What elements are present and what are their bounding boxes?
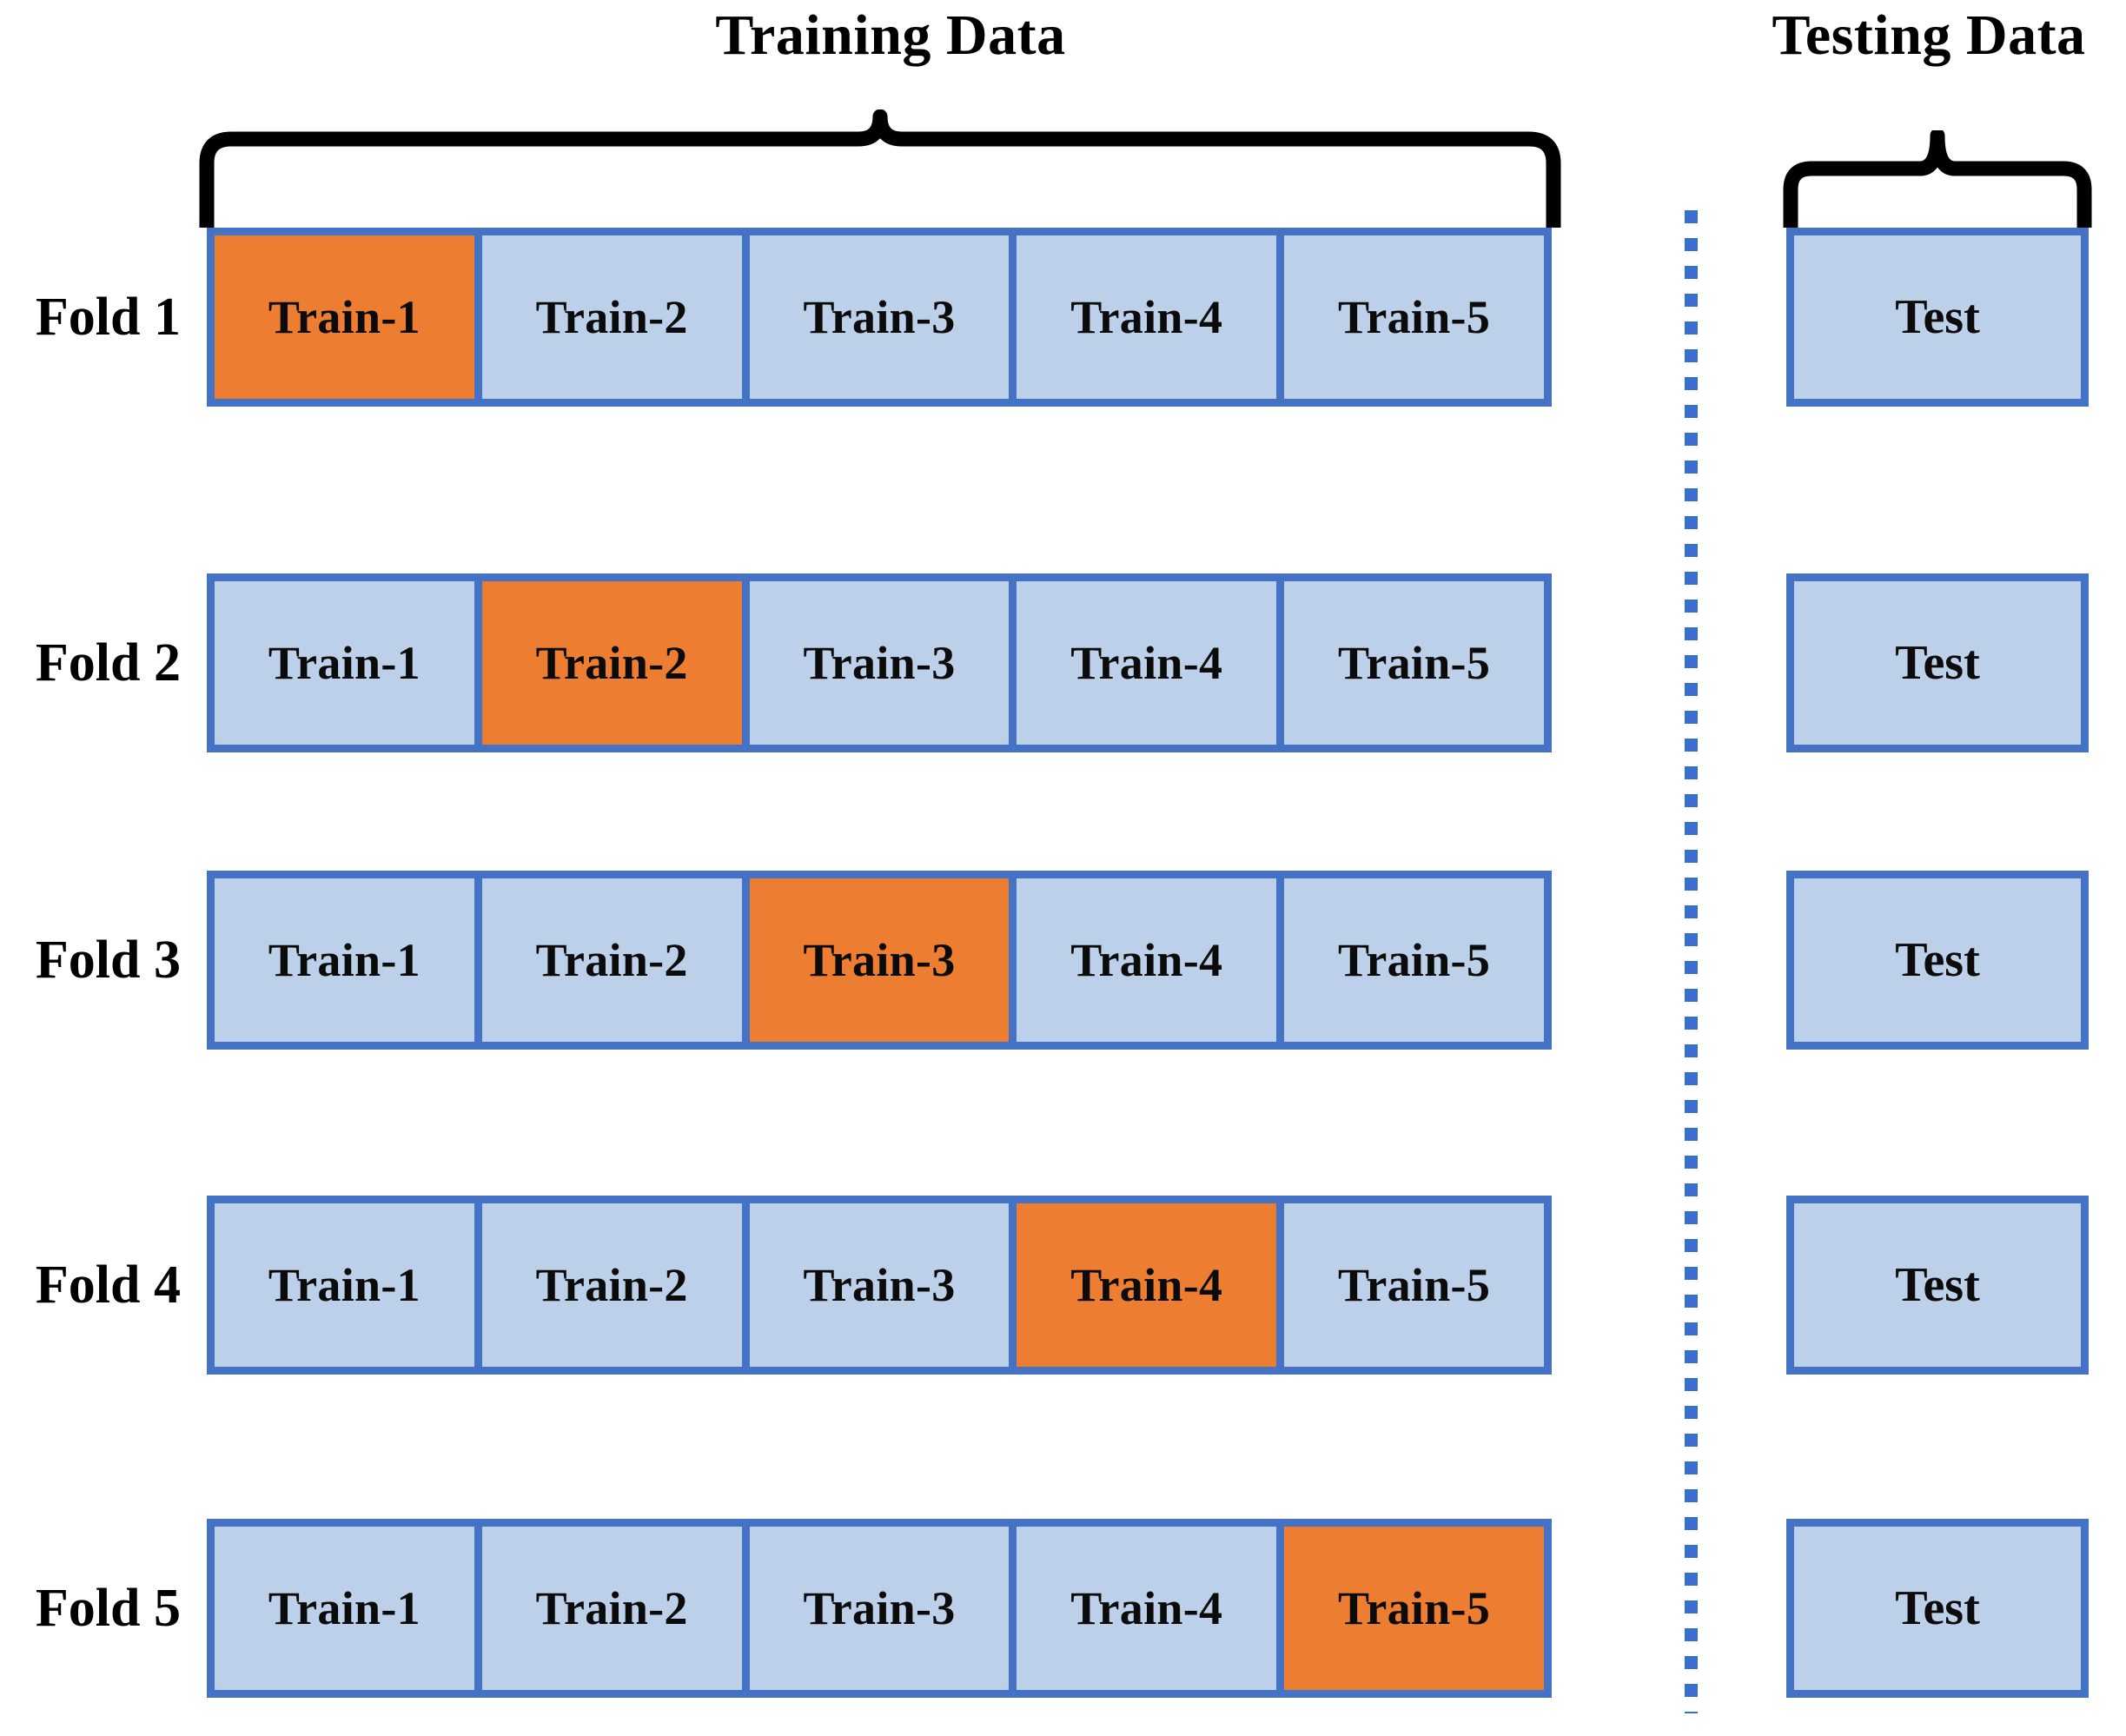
train-cell[interactable]: Train-5	[1276, 1196, 1552, 1375]
test-box-label: Test	[1895, 290, 1980, 344]
test-box[interactable]: Test	[1786, 1519, 2089, 1698]
test-box[interactable]: Test	[1786, 573, 2089, 752]
fold-label: Fold 3	[35, 930, 181, 990]
train-cell[interactable]: Train-1	[207, 871, 482, 1050]
fold-row: Fold 2 Train-1 Train-2 Train-3 Train-4 T…	[0, 573, 2126, 752]
train-cell-label: Train-3	[803, 1582, 956, 1634]
train-cell[interactable]: Train-3	[741, 1519, 1017, 1698]
train-cell-label: Train-3	[803, 637, 956, 689]
train-cell[interactable]: Train-4	[1009, 228, 1285, 407]
train-cell-label: Train-4	[1070, 291, 1223, 343]
test-box[interactable]: Test	[1786, 1196, 2089, 1375]
train-cell[interactable]: Train-3	[741, 1196, 1017, 1375]
train-cell[interactable]: Train-1	[207, 573, 482, 752]
train-cell[interactable]: Train-2	[474, 228, 750, 407]
fold-label: Fold 4	[35, 1255, 181, 1315]
training-brace-icon	[198, 109, 1562, 231]
train-cell-label: Train-4	[1070, 637, 1223, 689]
training-strip: Train-1 Train-2 Train-3 Train-4 Train-5	[207, 1196, 1552, 1375]
train-cell[interactable]: Train-5	[1276, 871, 1552, 1050]
train-cell[interactable]: Train-3	[741, 573, 1017, 752]
train-cell-label: Train-3	[803, 291, 956, 343]
training-strip: Train-1 Train-2 Train-3 Train-4 Train-5	[207, 1519, 1552, 1698]
vertical-dotted-divider-icon	[1685, 210, 1698, 1713]
fold-label: Fold 1	[35, 287, 181, 347]
train-cell-label: Train-4	[1070, 1582, 1223, 1634]
fold-row: Fold 4 Train-1 Train-2 Train-3 Train-4 T…	[0, 1196, 2126, 1375]
train-cell[interactable]: Train-5	[1276, 573, 1552, 752]
fold-label: Fold 2	[35, 633, 181, 692]
train-cell[interactable]: Train-2	[474, 871, 750, 1050]
testing-data-title: Testing Data	[1772, 3, 2086, 67]
train-cell-label: Train-4	[1070, 1259, 1223, 1311]
test-box-label: Test	[1895, 1258, 1980, 1312]
train-cell-label: Train-1	[268, 291, 421, 343]
train-cell-label: Train-2	[535, 934, 688, 986]
train-cell[interactable]: Train-4	[1009, 573, 1285, 752]
train-cell[interactable]: Train-2	[474, 573, 750, 752]
fold-row: Fold 3 Train-1 Train-2 Train-3 Train-4 T…	[0, 871, 2126, 1050]
train-cell[interactable]: Train-4	[1009, 1519, 1285, 1698]
train-cell-label: Train-5	[1338, 291, 1491, 343]
training-data-title: Training Data	[715, 3, 1066, 67]
train-cell[interactable]: Train-4	[1009, 1196, 1285, 1375]
train-cell-label: Train-1	[268, 1259, 421, 1311]
train-cell-label: Train-2	[535, 637, 688, 689]
train-cell[interactable]: Train-2	[474, 1519, 750, 1698]
train-cell-label: Train-2	[535, 1582, 688, 1634]
train-cell[interactable]: Train-5	[1276, 1519, 1552, 1698]
fold-label: Fold 5	[35, 1578, 181, 1638]
train-cell-label: Train-3	[803, 1259, 956, 1311]
train-cell-label: Train-3	[803, 934, 956, 986]
train-cell[interactable]: Train-3	[741, 228, 1017, 407]
train-cell-label: Train-1	[268, 934, 421, 986]
train-cell-label: Train-2	[535, 1259, 688, 1311]
train-cell[interactable]: Train-2	[474, 1196, 750, 1375]
train-cell-label: Train-1	[268, 1582, 421, 1634]
training-strip: Train-1 Train-2 Train-3 Train-4 Train-5	[207, 573, 1552, 752]
test-box-label: Test	[1895, 1581, 1980, 1635]
train-cell-label: Train-5	[1338, 1259, 1491, 1311]
test-box-label: Test	[1895, 636, 1980, 690]
training-strip: Train-1 Train-2 Train-3 Train-4 Train-5	[207, 228, 1552, 407]
train-cell[interactable]: Train-1	[207, 1196, 482, 1375]
train-cell[interactable]: Train-4	[1009, 871, 1285, 1050]
train-cell-label: Train-2	[535, 291, 688, 343]
train-cell[interactable]: Train-1	[207, 228, 482, 407]
train-cell-label: Train-5	[1338, 637, 1491, 689]
fold-row: Fold 5 Train-1 Train-2 Train-3 Train-4 T…	[0, 1519, 2126, 1698]
test-box[interactable]: Test	[1786, 871, 2089, 1050]
fold-row: Fold 1 Train-1 Train-2 Train-3 Train-4 T…	[0, 228, 2126, 407]
train-cell-label: Train-5	[1338, 1582, 1491, 1634]
train-cell[interactable]: Train-3	[741, 871, 1017, 1050]
train-cell[interactable]: Train-5	[1276, 228, 1552, 407]
train-cell-label: Train-5	[1338, 934, 1491, 986]
training-strip: Train-1 Train-2 Train-3 Train-4 Train-5	[207, 871, 1552, 1050]
train-cell-label: Train-4	[1070, 934, 1223, 986]
train-cell-label: Train-1	[268, 637, 421, 689]
test-box[interactable]: Test	[1786, 228, 2089, 407]
train-cell[interactable]: Train-1	[207, 1519, 482, 1698]
testing-brace-icon	[1783, 128, 2092, 231]
test-box-label: Test	[1895, 933, 1980, 987]
